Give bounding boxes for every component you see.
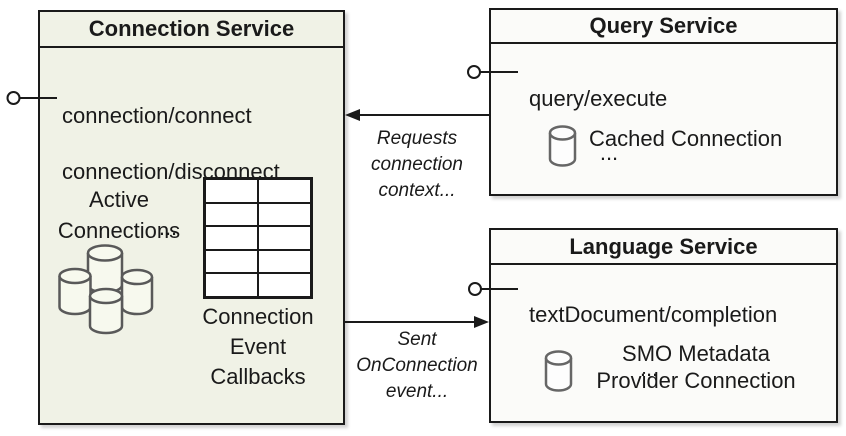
table-cell (205, 273, 258, 297)
requests-connection-context-label: Requests connection context... (371, 128, 463, 201)
table-cell (258, 226, 311, 250)
language-service-box: Language Service textDocument/completion… (489, 228, 838, 423)
smo-metadata-provider-connection-label: SMO Metadata Provider Connection (596, 341, 796, 393)
table-cell (205, 249, 258, 274)
arrow-head-left-icon (345, 109, 360, 121)
sent-onconnection-event-label: Sent OnConnection event... (356, 329, 478, 402)
language-service-methods: textDocument/completion ... (529, 274, 778, 409)
cached-connection-label: Cached Connection (589, 126, 783, 151)
language-service-title: Language Service (491, 230, 836, 265)
query-service-methods: query/execute ... (529, 58, 689, 193)
methods-ellipsis: ... (639, 356, 659, 381)
table-cell (258, 249, 311, 274)
lollipop-circle-icon (467, 65, 481, 79)
table-cell (205, 179, 258, 203)
query-service-title: Query Service (491, 10, 836, 44)
requests-connection-arrow (345, 109, 489, 121)
table-cell (205, 226, 258, 250)
method-textdocument-completion: textDocument/completion (529, 302, 778, 327)
table-cell (258, 202, 311, 227)
table-cell (258, 273, 311, 297)
methods-ellipsis: ... (599, 140, 619, 165)
query-service-box: Query Service query/execute ... Cached C… (489, 8, 838, 196)
lollipop-circle-icon (468, 282, 482, 296)
lollipop-circle-icon (6, 91, 21, 105)
connection-service-title: Connection Service (40, 12, 343, 48)
method-query-execute: query/execute (529, 86, 668, 111)
method-connection-connect: connection/connect (62, 103, 252, 128)
connection-event-callbacks-label: Connection Event Callbacks (202, 304, 314, 389)
active-connections-label: Active Connections (57, 187, 181, 243)
callback-table (203, 177, 313, 299)
table-cell (205, 202, 258, 227)
methods-ellipsis: ... (158, 215, 178, 240)
table-cell (258, 179, 311, 203)
